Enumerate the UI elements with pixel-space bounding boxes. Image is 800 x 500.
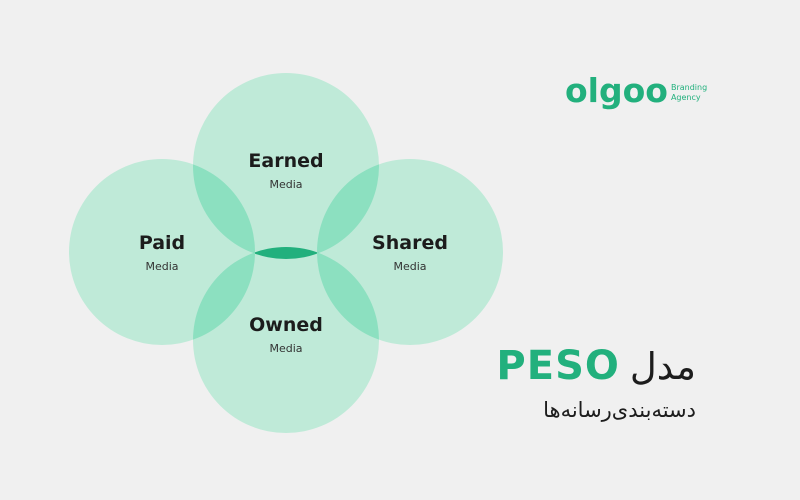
owned-subtitle: Media (269, 342, 303, 355)
label-paid: Paid Media (82, 232, 242, 273)
brand-tagline: Branding Agency (671, 79, 707, 101)
label-owned: Owned Media (206, 314, 366, 355)
overlap-earned-paid (193, 159, 255, 259)
earned-title: Earned (248, 150, 324, 172)
brand-tagline-line2: Agency (670, 92, 701, 102)
headline-acronym: PESO (496, 343, 620, 389)
label-earned: Earned Media (206, 150, 366, 191)
paid-subtitle: Media (145, 260, 179, 273)
headline: PESO مدل (496, 346, 696, 386)
paid-title: Paid (138, 232, 186, 254)
brand-tagline-line1: Branding (670, 83, 708, 93)
earned-subtitle: Media (269, 178, 303, 191)
brand-name: olgoo (565, 71, 668, 110)
overlap-earned-shared (317, 159, 379, 259)
headline-model-word: مدل (629, 344, 696, 388)
headline-subtitle: دسته‌بندی‌رسانه‌ها (543, 398, 696, 422)
owned-title: Owned (249, 314, 323, 336)
shared-subtitle: Media (393, 260, 427, 273)
overlap-owned-shared (317, 247, 379, 345)
brand-logo: olgoo Branding Agency (565, 74, 707, 107)
overlap-owned-paid (193, 247, 255, 345)
label-shared: Shared Media (330, 232, 490, 273)
shared-title: Shared (372, 232, 448, 254)
